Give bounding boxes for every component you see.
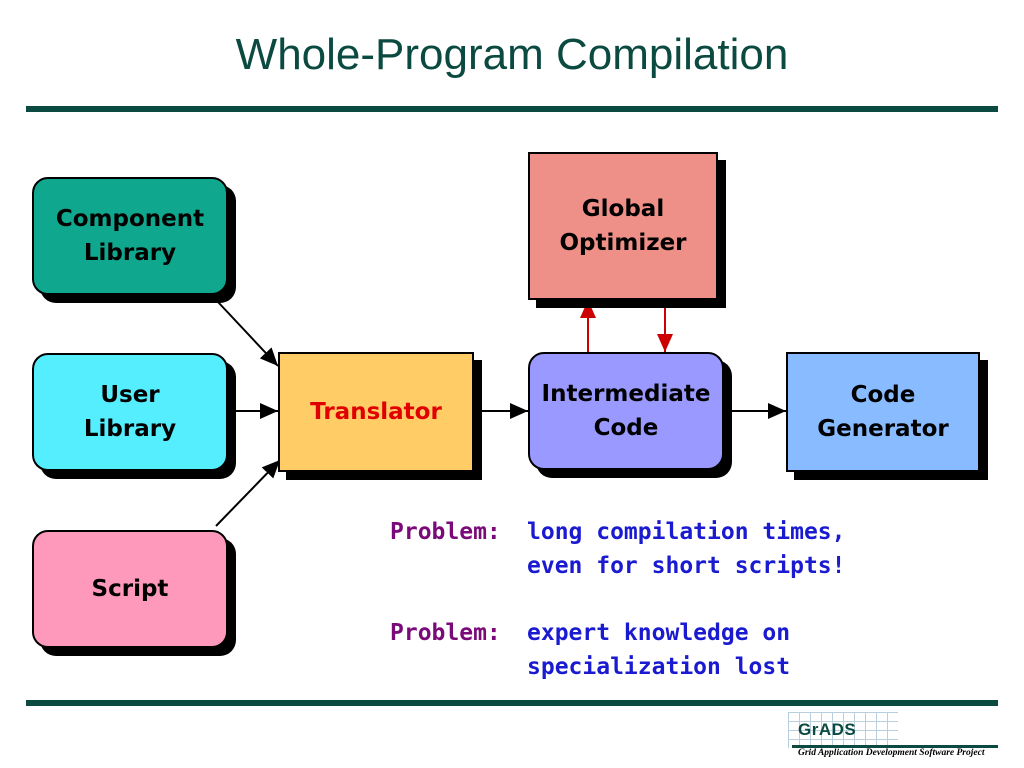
problem-2-line-1: expert knowledge on <box>527 620 791 646</box>
global-optimizer-line-1: Global <box>581 196 665 222</box>
global-optimizer-line-2: Optimizer <box>559 230 687 256</box>
code-generator-box: Code Generator <box>786 352 980 472</box>
logo-underline <box>792 745 998 748</box>
component-library-box: Component Library <box>32 177 228 295</box>
intermediate-code-line-2: Code <box>593 415 659 441</box>
user-library-line-2: Library <box>83 416 177 442</box>
translator-box: Translator <box>278 352 474 472</box>
top-rule <box>26 106 998 112</box>
problem-2-label: Problem: <box>390 620 501 646</box>
problem-2-line-2: specialization lost <box>527 654 791 680</box>
problem-1-line-1: long compilation times, <box>527 519 846 545</box>
problem-1-label: Problem: <box>390 519 501 545</box>
grads-logo: GrADS Grid Application Development Softw… <box>784 712 1000 764</box>
problem-1-line-2: even for short scripts! <box>527 553 846 579</box>
bottom-rule <box>26 700 998 706</box>
arrow-component-to-translator <box>217 301 279 367</box>
logo-grid-graphic <box>788 712 898 748</box>
translator-line-1: Translator <box>310 399 442 425</box>
user-library-line-1: User <box>100 382 160 408</box>
script-box: Script <box>32 530 228 648</box>
code-generator-line-2: Generator <box>817 416 949 442</box>
component-library-line-2: Library <box>83 240 177 266</box>
logo-wordmark: GrADS <box>798 720 857 739</box>
slide-title: Whole-Program Compilation <box>235 30 789 79</box>
script-line-1: Script <box>91 576 169 602</box>
logo-subtitle: Grid Application Development Software Pr… <box>798 748 985 758</box>
component-library-line-1: Component <box>55 206 205 232</box>
arrow-script-to-translator <box>215 459 281 527</box>
global-optimizer-box: Global Optimizer <box>528 152 718 300</box>
code-generator-line-1: Code <box>850 382 916 408</box>
user-library-box: User Library <box>32 353 228 471</box>
intermediate-code-line-1: Intermediate <box>541 381 711 407</box>
intermediate-code-box: Intermediate Code <box>528 352 724 470</box>
